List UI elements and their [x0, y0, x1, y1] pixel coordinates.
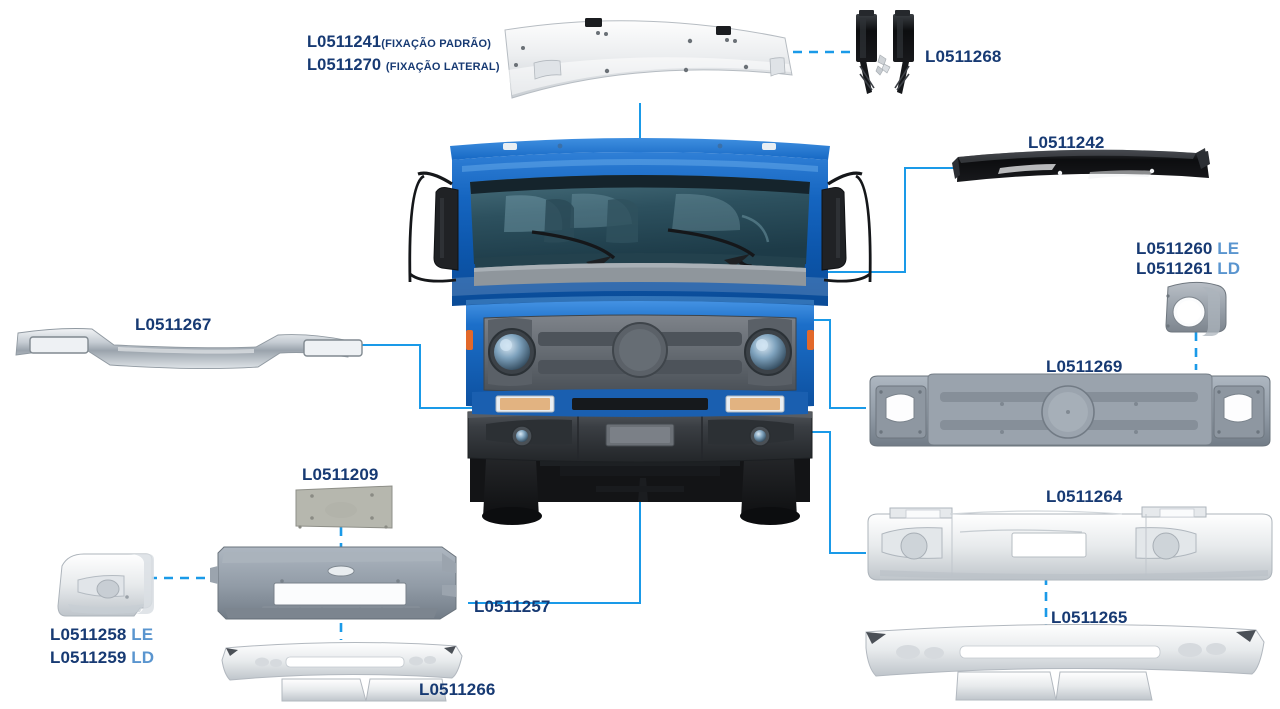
truck-lower-valance	[472, 389, 808, 417]
part-side-suffix: LD	[1217, 259, 1241, 278]
part-code: L0511264	[1046, 487, 1123, 506]
part-label-l0511209: L0511209	[302, 465, 378, 485]
truck-windshield	[470, 175, 810, 272]
part-side-suffix: LE	[1217, 239, 1240, 258]
part-code: L0511257	[474, 597, 551, 616]
part-label-l0511259: L0511259 LD	[50, 648, 154, 668]
leader-trimbar	[352, 344, 496, 409]
part-label-l0511241: L0511241(FIXAÇÃO PADRÃO)	[307, 33, 491, 52]
truck-wipers	[531, 228, 756, 271]
part-note: (FIXAÇÃO PADRÃO)	[381, 38, 492, 50]
part-code: L0511260	[1136, 239, 1213, 258]
part-label-l0511267: L0511267	[135, 315, 211, 335]
part-code: L0511270	[307, 56, 382, 74]
truck-roof-lamps	[503, 143, 776, 150]
part-code: L0511209	[302, 465, 379, 484]
part-label-l0511258: L0511258 LE	[50, 625, 153, 645]
part-visor-black	[952, 148, 1210, 182]
part-corner-cap-white	[57, 553, 154, 617]
part-corner-cap-grey	[1165, 281, 1227, 336]
part-code: L0511259	[50, 648, 127, 667]
part-code: L0511261	[1136, 259, 1213, 278]
part-label-l0511265: L0511265	[1051, 608, 1127, 628]
part-grille-grey	[869, 373, 1271, 447]
part-label-l0511261: L0511261 LD	[1136, 259, 1240, 279]
truck-front-bumper	[467, 407, 813, 463]
part-front-panel-grey	[210, 546, 457, 620]
leader-grille	[700, 319, 866, 409]
leader-blackvisor	[650, 167, 955, 273]
part-code: L0511267	[135, 315, 212, 334]
part-plate-bracket	[295, 485, 393, 529]
part-label-l0511242: L0511242	[1028, 133, 1104, 153]
part-code: L0511241	[307, 33, 382, 51]
truck-mirrors	[408, 171, 872, 283]
part-label-l0511264: L0511264	[1046, 487, 1122, 507]
part-code: L0511269	[1046, 357, 1123, 376]
part-label-l0511270: L0511270 (FIXAÇÃO LATERAL)	[307, 56, 500, 75]
part-spoiler-right	[865, 623, 1265, 701]
part-code: L0511242	[1028, 133, 1105, 152]
part-visor-brackets	[856, 10, 914, 94]
part-code: L0511268	[925, 47, 1002, 66]
truck-undercarriage	[470, 430, 810, 525]
part-label-l0511268: L0511268	[925, 47, 1001, 67]
part-side-suffix: LE	[131, 625, 154, 644]
part-label-l0511257: L0511257	[474, 597, 550, 617]
part-note: (FIXAÇÃO LATERAL)	[385, 61, 500, 73]
part-sun-visor-white	[504, 18, 793, 99]
part-label-l0511269: L0511269	[1046, 357, 1122, 377]
leader-bumper	[700, 431, 866, 554]
leader-frontpanel	[468, 432, 641, 604]
part-side-suffix: LD	[131, 648, 155, 667]
truck-grille	[466, 314, 814, 394]
part-code: L0511265	[1051, 608, 1128, 627]
part-code: L0511258	[50, 625, 127, 644]
part-bumper-white	[867, 506, 1273, 581]
part-code: L0511266	[419, 680, 496, 699]
part-label-l0511266: L0511266	[419, 680, 495, 700]
part-label-l0511260: L0511260 LE	[1136, 239, 1239, 259]
truck-front-view	[408, 138, 872, 525]
truck-cab-body	[450, 138, 830, 410]
truck-cowl-panel	[474, 263, 806, 286]
